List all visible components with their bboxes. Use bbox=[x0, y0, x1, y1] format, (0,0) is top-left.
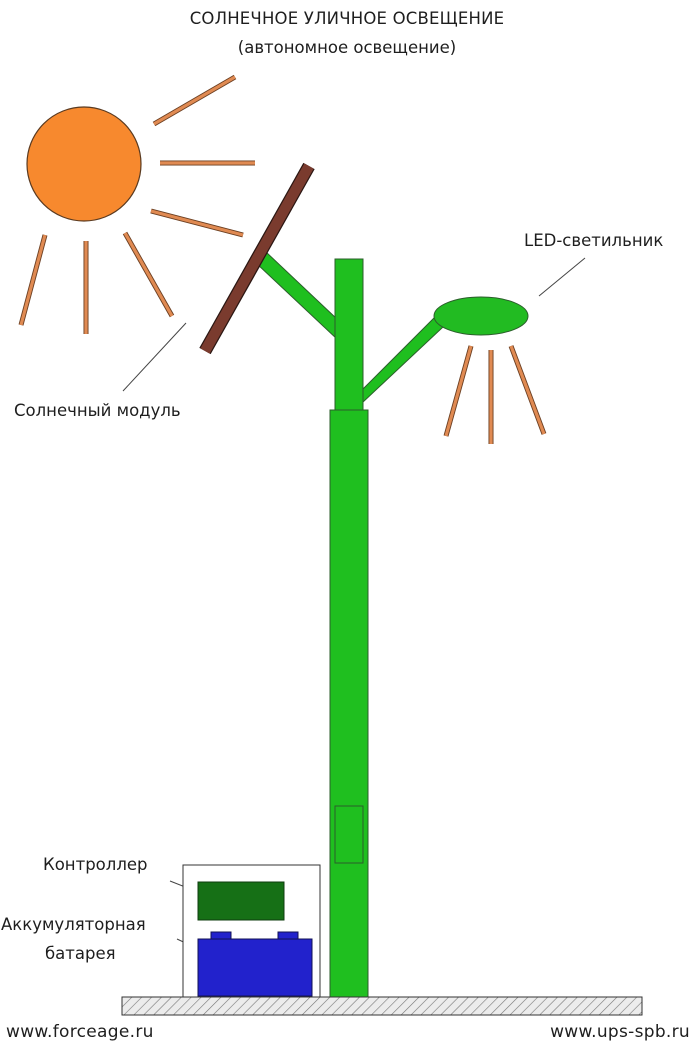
lamp-ray bbox=[509, 345, 546, 435]
diagram-subtitle: (автономное освещение) bbox=[237, 38, 457, 57]
lamp-ray bbox=[444, 345, 473, 437]
solar-panel bbox=[200, 163, 314, 354]
battery bbox=[197, 938, 313, 997]
pole-upper bbox=[334, 258, 364, 413]
led-lamp-label: LED-светильник bbox=[524, 231, 664, 250]
callout-solar bbox=[122, 322, 187, 392]
controller bbox=[197, 881, 285, 921]
sun bbox=[26, 106, 142, 222]
sun-ray bbox=[150, 209, 244, 237]
sun-ray bbox=[153, 75, 236, 126]
pole-lower bbox=[329, 409, 369, 998]
sun-ray bbox=[19, 234, 47, 326]
battery-label-line2: батарея bbox=[45, 944, 116, 963]
sun-ray bbox=[123, 232, 174, 317]
footer-url-right: www.ups-spb.ru bbox=[550, 1022, 690, 1042]
solar-module-label: Солнечный модуль bbox=[14, 401, 181, 420]
pole-service-door bbox=[334, 805, 364, 864]
callout-led bbox=[538, 257, 586, 297]
footer-url-left: www.forceage.ru bbox=[6, 1022, 154, 1042]
battery-label-line1: Аккумуляторная bbox=[1, 915, 146, 934]
panel-arm bbox=[255, 251, 339, 342]
diagram-title: СОЛНЕЧНОЕ УЛИЧНОЕ ОСВЕЩЕНИЕ bbox=[189, 9, 505, 28]
lamp-arm bbox=[361, 317, 444, 405]
controller-label: Контроллер bbox=[43, 855, 148, 874]
ground bbox=[121, 996, 643, 1016]
led-lamp bbox=[433, 296, 529, 336]
lamp-rays bbox=[443, 345, 547, 444]
sun-rays bbox=[18, 74, 255, 334]
